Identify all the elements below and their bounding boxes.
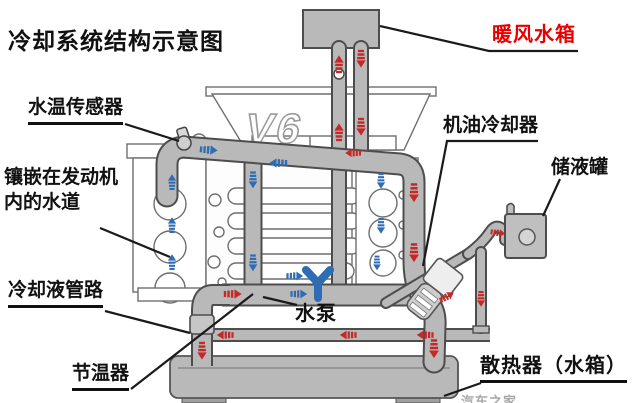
label-heater-core: 暖风水箱	[492, 24, 576, 46]
watermark: 汽车之家 AUTOHOME.COM.CN	[461, 394, 518, 403]
label-water-jacket-line1: 镶嵌在发动机	[4, 167, 119, 188]
label-radiator: 散热器（水箱）	[480, 353, 627, 383]
label-coolant-pipes: 冷却液管路	[8, 279, 104, 308]
label-water-pump: 水泵	[295, 303, 337, 325]
water-temp-sensor-device	[176, 126, 192, 151]
label-thermostat: 节温器	[72, 362, 130, 391]
label-water-jacket-line2: 内的水道	[4, 191, 81, 213]
label-water-jacket: 镶嵌在发动机 内的水道	[4, 166, 118, 215]
water-pump-symbol	[302, 266, 334, 302]
label-water-temp-sensor: 水温传感器	[28, 96, 124, 125]
diagram-title: 冷却系统结构示意图	[8, 28, 224, 54]
reservoir-tank	[504, 202, 547, 259]
radiator	[169, 355, 459, 403]
reservoir-hoses	[380, 220, 512, 334]
leader-lines	[99, 24, 578, 398]
label-oil-cooler: 机油冷却器	[443, 115, 539, 136]
label-reservoir: 储液罐	[551, 157, 609, 178]
oil-cooler-device	[406, 257, 464, 321]
